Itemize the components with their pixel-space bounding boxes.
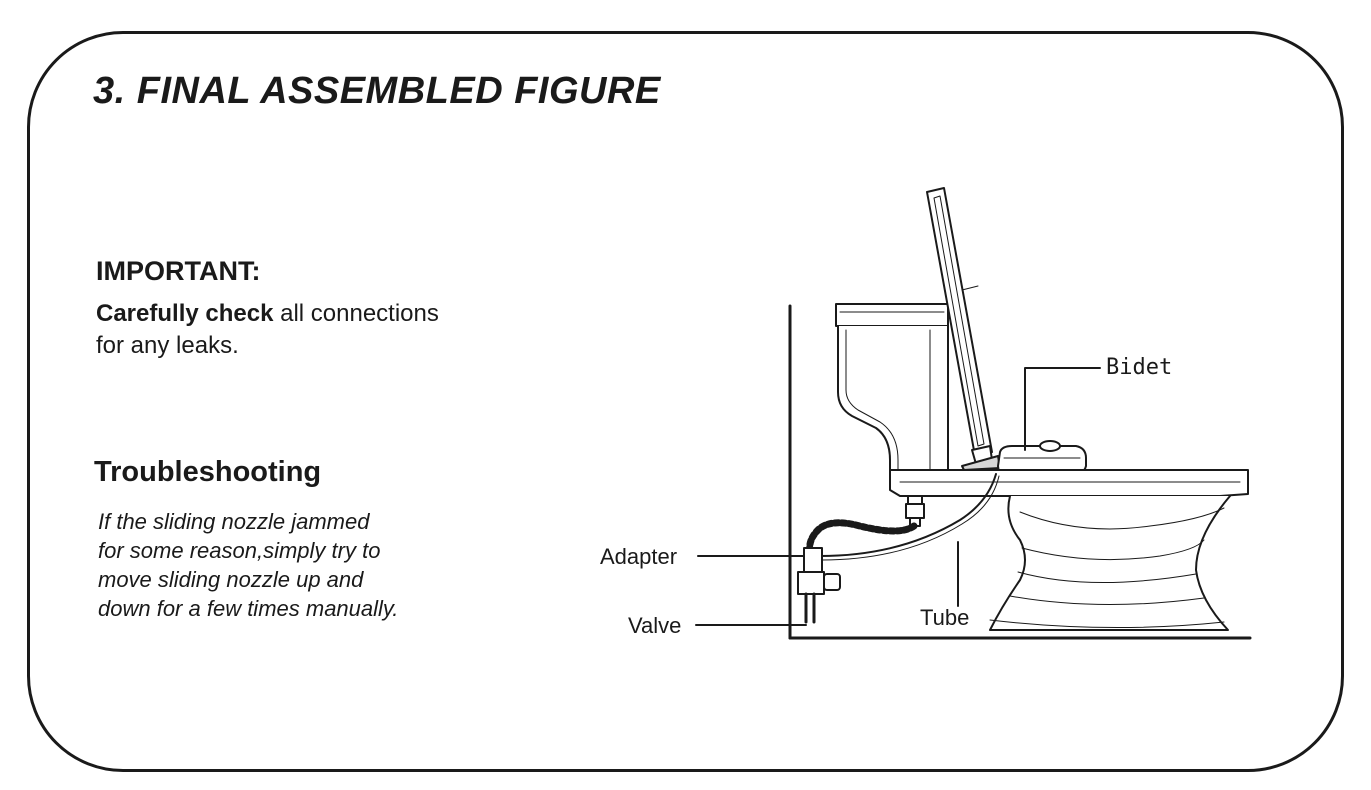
troubleshooting-line: If the sliding nozzle jammed xyxy=(98,509,370,534)
tank-inlet xyxy=(905,495,925,527)
valve-label: Valve xyxy=(628,613,681,638)
wall-floor xyxy=(788,304,1252,640)
important-bold-text: Carefully check xyxy=(96,300,274,327)
toilet-bowl xyxy=(989,495,1231,631)
water-tube-outline xyxy=(821,475,1000,561)
bidet-label: Bidet xyxy=(1106,355,1172,380)
troubleshooting-text: If the sliding nozzle jammed for some re… xyxy=(98,507,518,623)
important-text-rest: all connections xyxy=(273,300,439,327)
toilet-lid xyxy=(926,187,1001,471)
page-title: 3. FINAL ASSEMBLED FIGURE xyxy=(93,70,661,112)
instruction-card xyxy=(27,31,1344,772)
tube-label: Tube xyxy=(920,605,969,630)
adapter-valve xyxy=(797,547,841,624)
leader-lines xyxy=(695,367,1101,626)
toilet-seat xyxy=(889,469,1249,497)
adapter-label: Adapter xyxy=(600,544,677,569)
troubleshooting-line: move sliding nozzle up and xyxy=(98,567,364,592)
braided-hose xyxy=(806,519,918,556)
troubleshooting-line: down for a few times manually. xyxy=(98,596,399,621)
troubleshooting-line: for some reason,simply try to xyxy=(98,538,381,563)
important-heading: IMPORTANT: xyxy=(96,256,261,286)
water-tube xyxy=(819,473,997,557)
important-text-line2: for any leaks. xyxy=(96,332,239,359)
bidet-leader-line xyxy=(1024,367,1101,451)
troubleshooting-heading: Troubleshooting xyxy=(94,456,322,488)
toilet-tank xyxy=(835,303,949,471)
important-text: Carefully check all connections for any … xyxy=(96,298,556,362)
